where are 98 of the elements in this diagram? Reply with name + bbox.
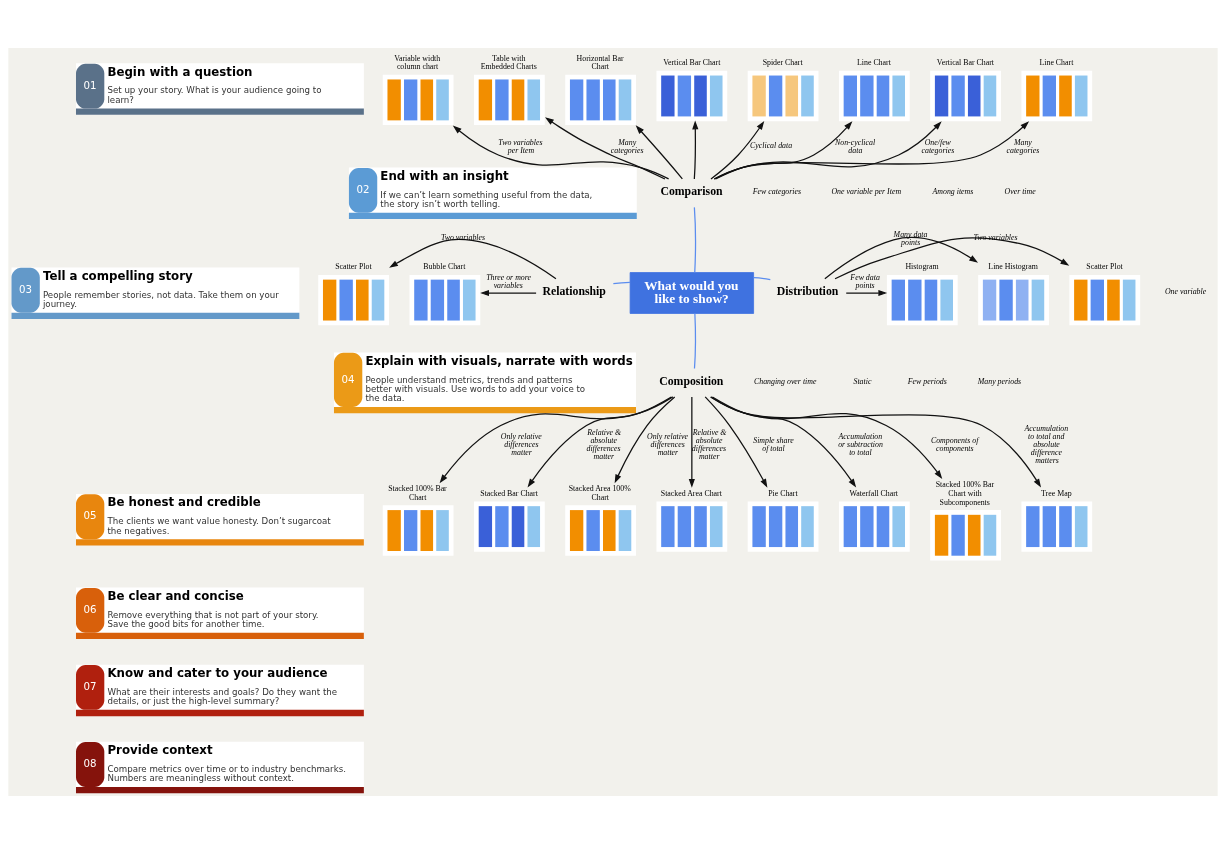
node-label: Scatter Plot [335, 262, 372, 272]
edge-label: Cyclical data [750, 141, 793, 151]
node-label: Stacked Area 100% Chart [568, 484, 631, 502]
node-label: Pie Chart [768, 488, 798, 498]
arrow [692, 120, 699, 180]
node-text: Comparison [660, 184, 723, 199]
node-box [930, 510, 1001, 561]
node-box [382, 74, 454, 126]
node-label: Bubble Chart [423, 262, 466, 272]
node-label: Vertical Bar Chart [663, 58, 721, 68]
node-text: Composition [659, 373, 724, 388]
arrow [688, 396, 695, 488]
edge-label: Two variables per Item [498, 137, 543, 155]
node-label: Vertical Bar Chart [936, 58, 995, 68]
arrow [614, 396, 676, 484]
edge-label: Non-cyclical data [835, 137, 876, 155]
node-box [474, 74, 545, 126]
node-box: What would you like to show? [629, 272, 754, 314]
node-box [565, 505, 636, 556]
node-box [382, 505, 454, 556]
edge-label: One/few categories [921, 137, 955, 155]
node-label: Waterfall Chart [849, 488, 899, 498]
node-text: Relationship [542, 283, 606, 298]
connector [693, 312, 696, 370]
arrow [713, 121, 942, 180]
node-label: Tree Map [1041, 488, 1072, 498]
node-label: Stacked Area Chart [660, 488, 722, 498]
arrow [710, 396, 1042, 488]
node-box [886, 274, 958, 326]
arrow [452, 125, 670, 180]
edge-label: Relative & absolute differences matter [586, 427, 622, 461]
label: Many periods [977, 376, 1022, 386]
node-label: Variable width column chart [394, 53, 441, 72]
node-label: Stacked 100% Bar Chart with Subcomponents [935, 480, 995, 507]
arrow [714, 121, 853, 180]
label: Among items [932, 187, 974, 197]
node-label: Scatter Plot [1086, 262, 1123, 272]
connector [693, 206, 696, 274]
arrow [704, 396, 768, 488]
node-label: Table with Embedded Charts [480, 53, 537, 72]
arrow [710, 121, 765, 180]
node-label: Spider Chart [762, 58, 803, 68]
arrow [713, 121, 1030, 180]
edge-label: Three or more variables [486, 273, 531, 291]
node-box [565, 74, 636, 126]
label: One variable [1164, 287, 1207, 297]
arrow [527, 396, 672, 488]
edge-label: Many categories [610, 137, 644, 155]
edge-label: Many data points [893, 229, 928, 247]
node-box [656, 70, 728, 122]
connector [612, 281, 631, 285]
edge-label: Two variables [440, 233, 486, 243]
edge-label: Simple share of total [753, 435, 794, 453]
node-label: Stacked Bar Chart [480, 488, 538, 498]
edge-label: Only relative differences matter [500, 431, 542, 457]
node-box [747, 501, 819, 552]
arrow [439, 396, 674, 484]
node-text: Distribution [776, 283, 839, 298]
connector [753, 277, 771, 281]
arrow [545, 117, 666, 180]
edge-label: Accumulation or subtraction to total [838, 431, 883, 457]
arrow [834, 237, 1070, 280]
node-box [838, 501, 910, 552]
node-box [656, 501, 728, 552]
node-box [1021, 501, 1093, 552]
arrow [711, 396, 857, 488]
edge-label: Many categories [1006, 137, 1040, 155]
node-box [930, 70, 1001, 122]
edge-label: Components of components [930, 435, 979, 453]
arrow [389, 238, 557, 280]
edge-label: Few data points [850, 273, 880, 291]
label: Over time [1004, 187, 1036, 197]
node-box [409, 274, 481, 326]
edge-label: Only relative differences matter [647, 431, 688, 457]
node-box [838, 70, 910, 122]
node-label: Line Chart [1039, 58, 1074, 68]
arrow [824, 236, 979, 280]
arrow [635, 125, 683, 180]
label: Changing over time [753, 376, 817, 386]
arrow [480, 289, 537, 297]
node-label: Histogram [905, 262, 939, 272]
node-box [978, 274, 1049, 326]
node-label: Stacked 100% Bar Chart [388, 484, 447, 502]
edge-label: Accumulation to total and absolute difference matters [1024, 424, 1069, 465]
label: Static [853, 376, 872, 386]
node-label: Horizontal Bar Chart [576, 53, 624, 72]
node-label: Line Histogram [988, 262, 1038, 272]
label: One variable per Item [831, 187, 902, 197]
edge-label: Relative & absolute differences matter [691, 427, 727, 461]
node-box [474, 501, 545, 552]
node-box [747, 70, 819, 122]
arrow [845, 289, 888, 297]
node-box [318, 274, 390, 326]
label: Few periods [907, 376, 947, 386]
label: Few categories [752, 187, 802, 197]
node-label: Line Chart [857, 58, 891, 68]
node-box [1021, 70, 1093, 122]
node-box [1069, 274, 1141, 326]
